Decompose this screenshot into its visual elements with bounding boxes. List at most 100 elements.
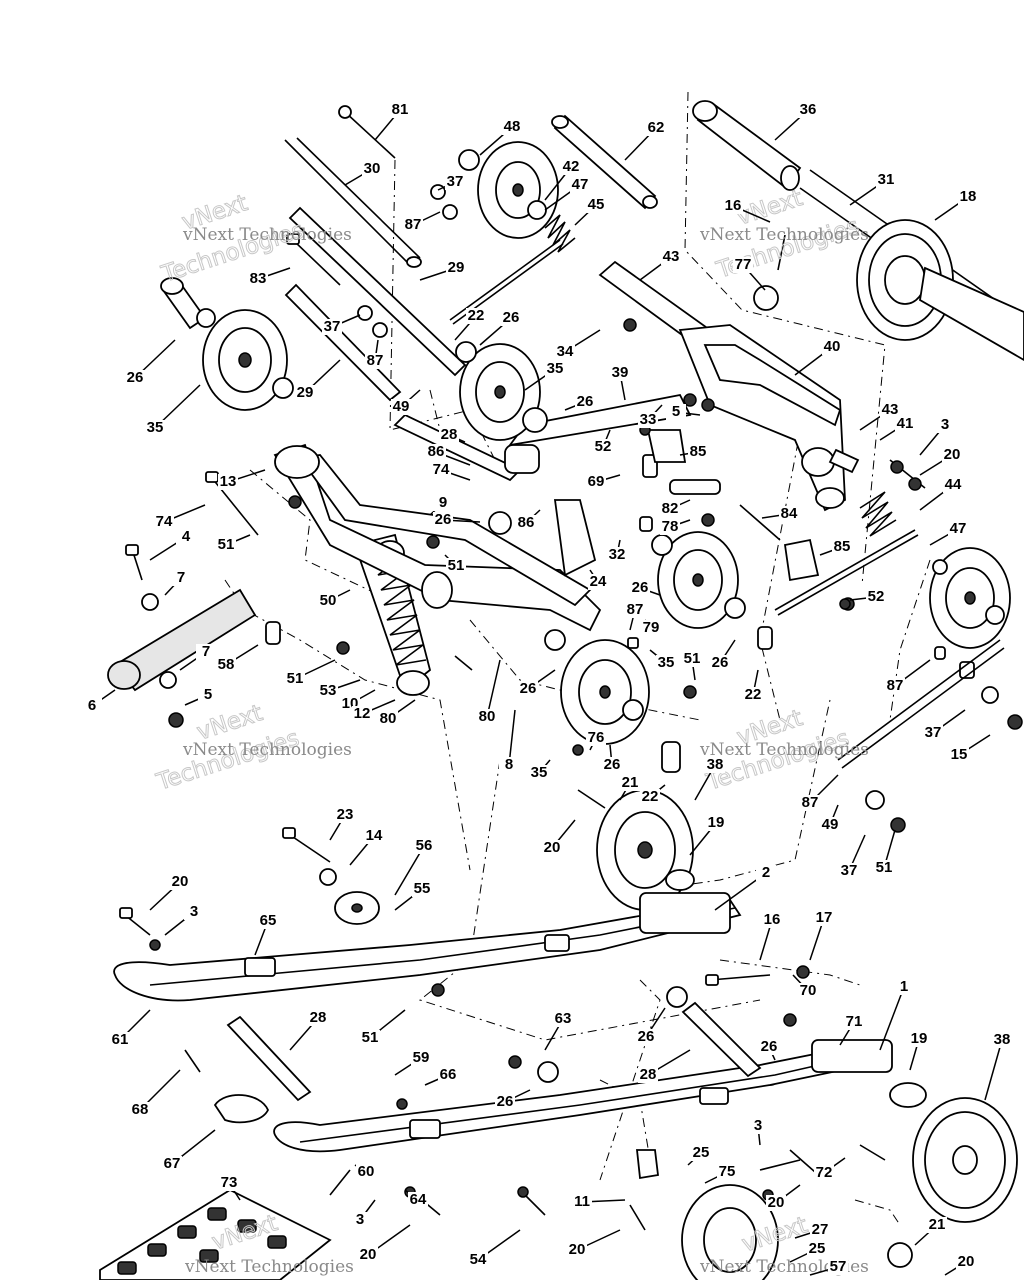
label-backing xyxy=(723,198,743,214)
label-backing xyxy=(814,1165,834,1181)
label-backing xyxy=(885,678,905,694)
part-label: 80 xyxy=(380,710,397,727)
label-backing xyxy=(625,602,645,618)
label-backing xyxy=(820,817,840,833)
part-label: 7 xyxy=(177,569,185,586)
part-label: 84 xyxy=(781,505,798,522)
label-backing xyxy=(362,161,382,177)
track-piece xyxy=(99,1188,332,1280)
label-backing xyxy=(636,1029,656,1045)
label-backing xyxy=(705,757,725,773)
label-backing xyxy=(542,840,562,856)
part-label: 26 xyxy=(127,369,144,386)
part-label: 76 xyxy=(588,729,605,746)
part-label: 35 xyxy=(147,419,164,436)
part-label: 23 xyxy=(337,806,354,823)
label-backing xyxy=(688,444,708,460)
label-backing xyxy=(414,838,434,854)
part-label: 26 xyxy=(497,1093,514,1110)
wheels xyxy=(202,141,1024,1280)
label-backing xyxy=(927,1217,947,1233)
part-label: 47 xyxy=(572,176,589,193)
label-backing xyxy=(130,1102,150,1118)
front-arm xyxy=(107,443,602,692)
label-backing xyxy=(439,427,459,443)
part-label: 87 xyxy=(627,601,644,618)
part-label: 28 xyxy=(640,1066,657,1083)
part-label: 39 xyxy=(612,364,629,381)
part-label: 54 xyxy=(470,1251,487,1268)
label-backing xyxy=(350,1212,370,1228)
part-label: 20 xyxy=(569,1241,586,1258)
part-label: 81 xyxy=(392,101,409,118)
part-label: 49 xyxy=(393,398,410,415)
label-backing xyxy=(943,477,963,493)
label-backing xyxy=(433,495,453,511)
label-backing xyxy=(948,521,968,537)
hardware xyxy=(119,233,1023,1231)
part-label: 85 xyxy=(690,443,707,460)
part-label: 14 xyxy=(366,827,383,844)
part-label: 5 xyxy=(204,686,212,703)
label-backing xyxy=(499,757,519,773)
watermark-big: vNext xyxy=(734,185,806,230)
part-label: 21 xyxy=(622,774,639,791)
part-label: 37 xyxy=(324,318,341,335)
part-label: 20 xyxy=(172,873,189,890)
part-label: 20 xyxy=(944,446,961,463)
label-backing xyxy=(502,119,522,135)
label-backing xyxy=(810,1222,830,1238)
part-label: 11 xyxy=(574,1193,590,1210)
label-backing xyxy=(874,860,894,876)
label-backing xyxy=(743,687,763,703)
part-label: 50 xyxy=(320,592,337,609)
part-label: 64 xyxy=(410,1191,427,1208)
label-backing xyxy=(184,904,204,920)
label-backing xyxy=(529,765,549,781)
part-label: 3 xyxy=(754,1117,762,1134)
label-backing xyxy=(909,1031,929,1047)
part-label: 19 xyxy=(911,1030,928,1047)
part-label: 47 xyxy=(950,520,967,537)
label-backing xyxy=(894,979,914,995)
label-backing xyxy=(335,807,355,823)
part-label: 66 xyxy=(440,1066,457,1083)
part-label: 18 xyxy=(960,188,977,205)
label-backing xyxy=(390,102,410,118)
label-backing xyxy=(403,217,423,233)
part-label: 59 xyxy=(413,1049,430,1066)
part-label: 37 xyxy=(841,862,858,879)
label-backing xyxy=(992,1032,1012,1048)
part-label: 16 xyxy=(764,911,781,928)
label-backing xyxy=(358,1247,378,1263)
label-backing xyxy=(408,1192,428,1208)
label-backing xyxy=(798,102,818,118)
label-backing xyxy=(82,698,102,714)
part-label: 27 xyxy=(812,1221,829,1238)
label-backing xyxy=(895,416,915,432)
label-backing xyxy=(545,361,565,377)
part-label: 33 xyxy=(640,411,657,428)
label-backing xyxy=(748,1118,768,1134)
washers xyxy=(141,149,1005,1268)
label-backing xyxy=(630,580,650,596)
label-backing xyxy=(656,655,676,671)
part-label: 73 xyxy=(221,1174,238,1191)
watermark-text: vNext Technologies xyxy=(184,1257,354,1277)
part-label: 60 xyxy=(358,1163,375,1180)
label-backing xyxy=(779,506,799,522)
label-backing xyxy=(154,514,174,530)
watermark-text: vNext Technologies xyxy=(182,225,352,245)
label-backing xyxy=(570,177,590,193)
part-label: 9 xyxy=(439,494,447,511)
part-label: 86 xyxy=(518,514,535,531)
label-backing xyxy=(660,501,680,517)
part-label: 26 xyxy=(435,511,452,528)
part-label: 82 xyxy=(662,500,679,517)
part-label: 71 xyxy=(846,1013,863,1030)
label-backing xyxy=(880,402,900,418)
part-label: 58 xyxy=(218,656,235,673)
part-label: 51 xyxy=(876,859,893,876)
